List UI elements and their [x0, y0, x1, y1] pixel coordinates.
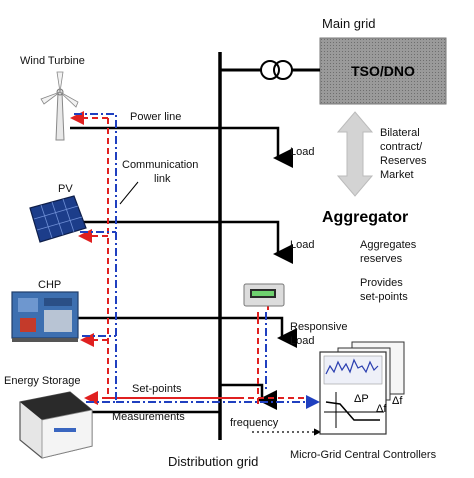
tso-dno-box [319, 37, 447, 105]
battery-icon [19, 391, 93, 459]
delta-f-label-2: Δf [392, 395, 403, 407]
aggregator-role2-b: set-points [360, 291, 408, 303]
wind-turbine-icon [40, 71, 79, 141]
diagram-labels: Main grid TSO/DNO Bilateral contract/ Re… [4, 16, 437, 469]
measurement-signals [74, 113, 320, 409]
power-line-label: Power line [130, 111, 181, 123]
setpoints-label: Set-points [132, 383, 182, 395]
energy-storage-label: Energy Storage [4, 375, 80, 387]
market-label-3: Reserves [380, 155, 427, 167]
communication-label-2: link [154, 173, 171, 185]
aggregator-role1-b: reserves [360, 253, 403, 265]
main-grid-label: Main grid [322, 16, 375, 31]
wind-turbine-label: Wind Turbine [20, 55, 85, 67]
distribution-grid-label: Distribution grid [168, 454, 258, 469]
aggregator-role1-a: Aggregates [360, 239, 417, 251]
market-double-arrow [336, 111, 374, 197]
delta-f-label-1: Δf [376, 403, 387, 415]
market-label-2: contract/ [380, 141, 423, 153]
delta-p-label: ΔP [354, 393, 369, 405]
frequency-label: frequency [230, 417, 279, 429]
responsive-load-label-2: Load [290, 335, 314, 347]
pv-panel-icon [29, 195, 87, 243]
transformer-icon [220, 60, 320, 80]
controller-label: Micro-Grid Central Controllers [290, 449, 437, 461]
communication-label-1: Communication [122, 159, 198, 171]
controller-cards [319, 341, 405, 435]
market-label-4: Market [380, 169, 414, 181]
load2-label: Load [290, 239, 314, 251]
measurements-label: Measurements [112, 411, 185, 423]
aggregator-role2-a: Provides [360, 277, 403, 289]
power-lines [70, 126, 297, 414]
tso-dno-label: TSO/DNO [351, 63, 415, 79]
load1-label: Load [290, 146, 314, 158]
aggregator-title: Aggregator [322, 209, 408, 226]
chp-unit-icon [11, 291, 79, 342]
pv-label: PV [58, 183, 73, 195]
thermostat-icon [243, 283, 285, 307]
market-label-1: Bilateral [380, 127, 420, 139]
responsive-load-label-1: Responsive [290, 321, 347, 333]
setpoint-signals [70, 111, 310, 408]
chp-label: CHP [38, 279, 61, 291]
comm-leader [119, 181, 139, 205]
